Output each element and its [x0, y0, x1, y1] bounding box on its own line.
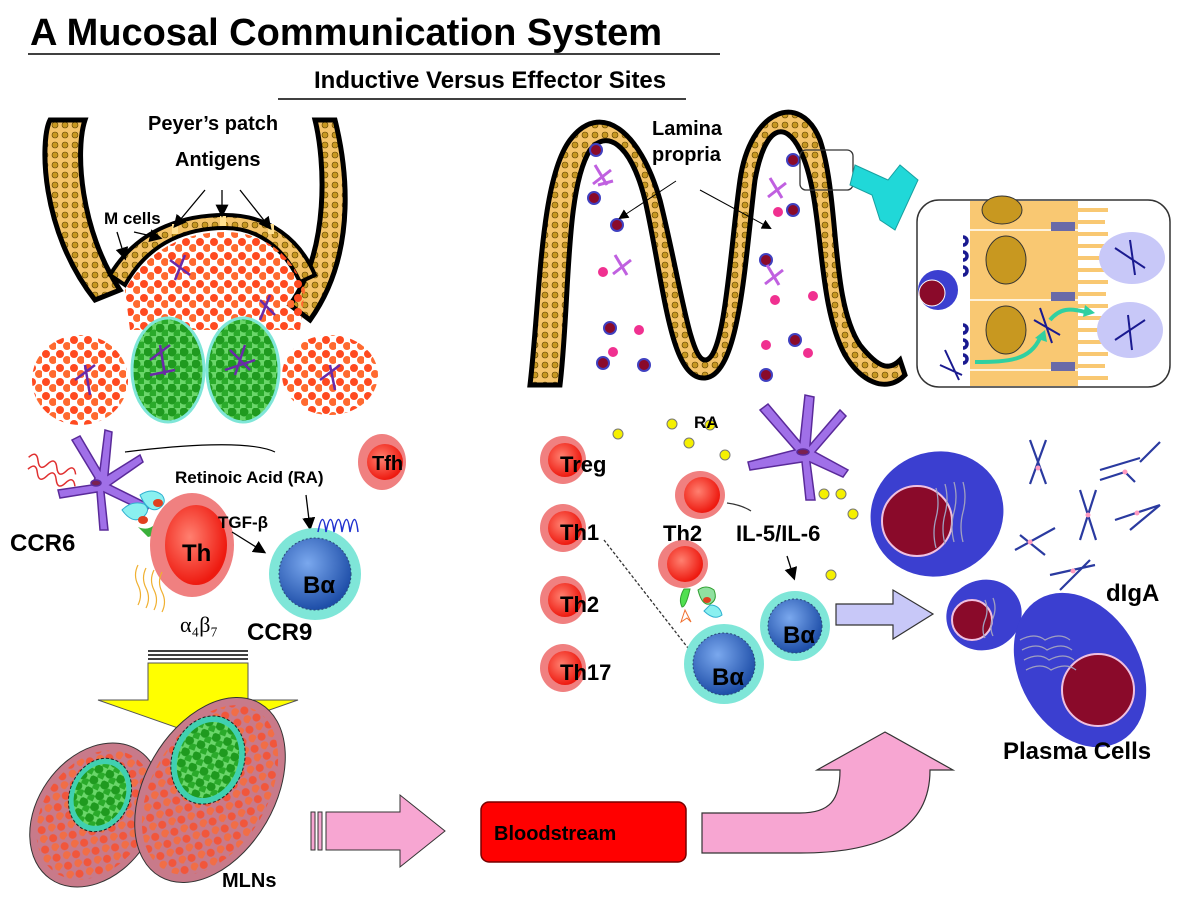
lavender-arrow-to-plasma [835, 588, 935, 641]
plasma-cells-label: Plasma Cells [1003, 738, 1151, 765]
lamina-arrow-left [618, 180, 677, 220]
cytokine-line [726, 502, 752, 512]
b-alpha-cell [269, 518, 361, 620]
m-cell [220, 216, 226, 226]
transcytosis-inset [916, 195, 1171, 388]
cyan-zoom-arrow [849, 164, 919, 231]
treg-label: Treg [560, 452, 606, 477]
lamina-label-line2: propria [652, 144, 722, 166]
ra-arrow [302, 494, 316, 531]
mhc-tcr-complex [121, 490, 165, 537]
diga-label: dIgA [1106, 580, 1159, 607]
th2-subset-label: Th2 [560, 592, 599, 617]
j-chain-markers [1027, 465, 1140, 574]
th2-cell-lower [658, 540, 708, 588]
b-alpha-label-upper: Bα [783, 622, 815, 649]
ccr6-label: CCR6 [10, 530, 75, 557]
t-cell-subset-column [540, 436, 586, 692]
th2-cell [540, 576, 586, 624]
th1-cell [540, 504, 586, 552]
lamina-arrow-right [699, 189, 772, 229]
tfh-label: Tfh [372, 453, 403, 475]
connector-line [124, 444, 276, 453]
bloodstream-label: Bloodstream [494, 823, 616, 845]
antigen-arrows [115, 189, 272, 261]
follicle-right [205, 316, 281, 424]
plasma-cell-large-bottom [1013, 592, 1147, 748]
th17-label: Th17 [560, 660, 611, 685]
pink-arrow-to-effector-site [701, 731, 956, 854]
il5-il6-label: IL-5/IL-6 [736, 521, 820, 546]
dendritic-cells-cluster [74, 254, 341, 396]
pink-arrow-to-bloodstream [310, 793, 446, 869]
th17-cell [540, 644, 586, 692]
synapse-complex [679, 586, 723, 624]
subtitle: Inductive Versus Effector Sites [314, 67, 666, 94]
tgf-arrow [231, 531, 267, 554]
treg-cell [540, 436, 586, 484]
b-alpha-label: Bα [303, 572, 335, 599]
b-alpha-cell-upper [760, 591, 830, 661]
lymphocyte-cluster-left [32, 335, 128, 425]
plasma-cell-small [946, 579, 1022, 651]
intestinal-villi [527, 109, 908, 388]
il-arrow [784, 555, 798, 581]
alpha4beta7-label: α₄β₇ [180, 612, 218, 637]
th1-label: Th1 [560, 520, 599, 545]
ccr9-receptor-icon [317, 518, 359, 533]
th2-cell-upper [675, 471, 725, 519]
ra-label: RA [694, 413, 719, 432]
tfh-cell [358, 434, 406, 490]
alpha4beta7-receptor-icon [134, 564, 166, 613]
lamina-label-line1: Lamina [652, 118, 723, 140]
m-cells-label: M cells [104, 209, 161, 228]
zoom-region-marker [799, 149, 854, 191]
b-alpha-label-lower: Bα [712, 664, 744, 691]
retinoic-acid-dots [612, 418, 859, 581]
dendritic-cell-effector [747, 394, 850, 501]
th-label: Th [182, 540, 211, 567]
bloodstream-box [480, 801, 687, 863]
dome-lymphocytes [125, 232, 305, 330]
dashed-connector [603, 539, 689, 649]
follicle-left [130, 316, 206, 424]
dendritic-cell [57, 429, 152, 531]
ccr6-receptor-icon [27, 453, 77, 487]
antigens-label: Antigens [175, 149, 261, 171]
mlns-label: MLNs [222, 870, 276, 892]
m-cell [268, 224, 274, 234]
tgf-beta-label: TGF-β [218, 513, 268, 532]
plasma-cell-large-top [870, 451, 1004, 577]
peyers-patch-label: Peyer’s patch [148, 113, 278, 135]
page-title: A Mucosal Communication System [30, 12, 662, 54]
m-cell [172, 224, 178, 234]
villus-left [42, 117, 124, 304]
ccr9-label: CCR9 [247, 619, 312, 646]
mesenteric-lymph-nodes [29, 697, 286, 888]
b-alpha-cell-lower [684, 624, 764, 704]
retinoic-acid-label: Retinoic Acid (RA) [175, 468, 324, 487]
th-cell [134, 493, 234, 613]
lymphocyte-cluster-right [282, 335, 378, 415]
